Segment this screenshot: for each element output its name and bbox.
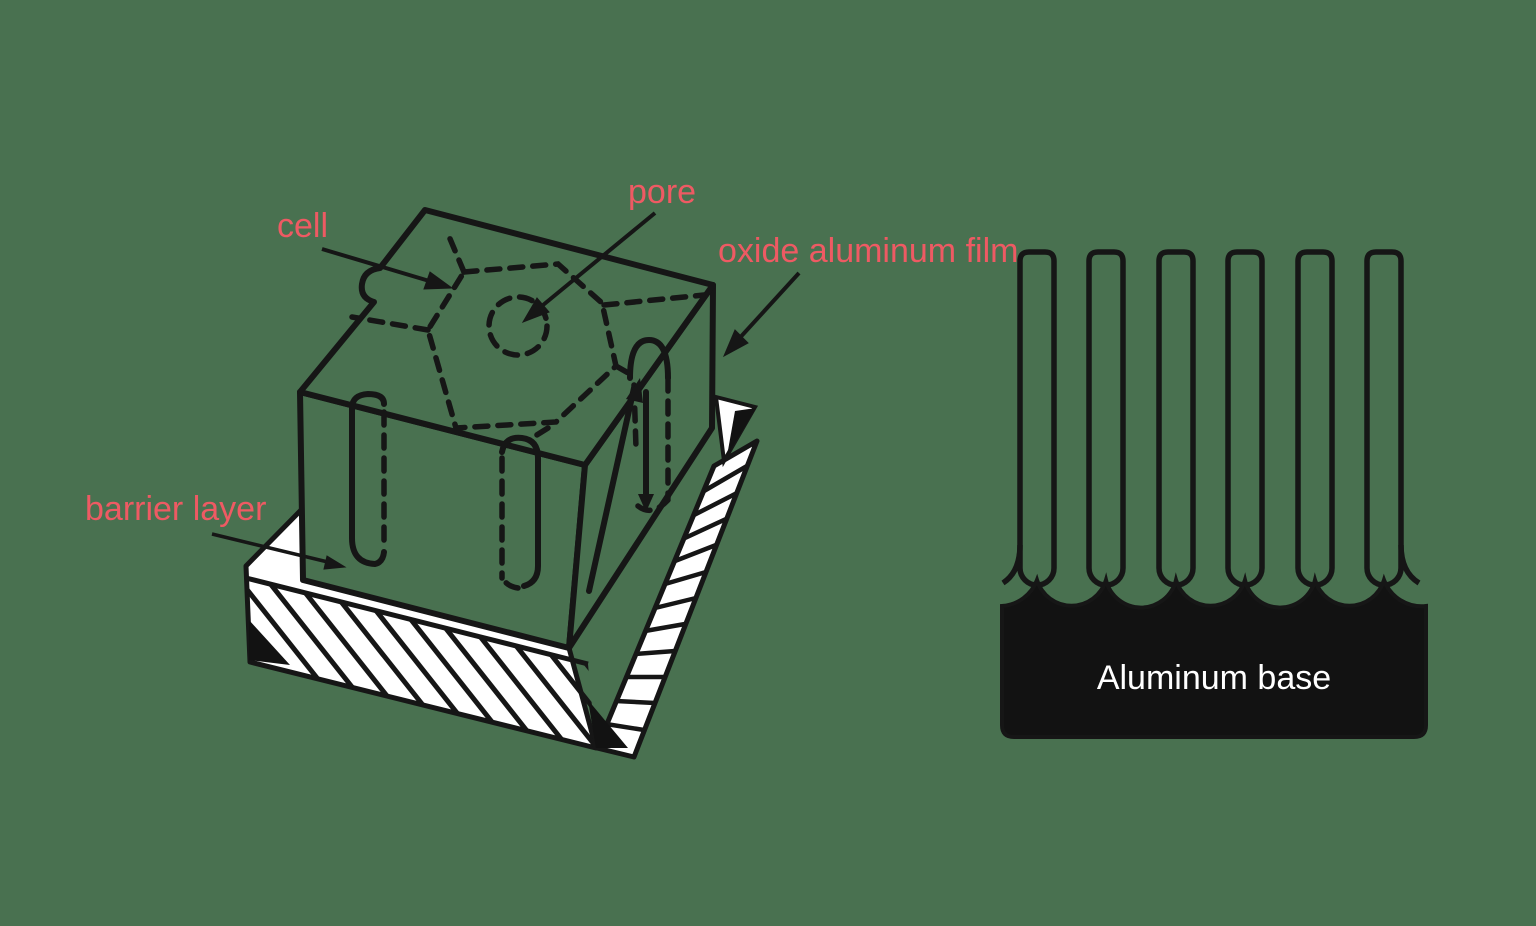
oxide-arrow-line	[734, 271, 801, 344]
cell-boundary-rays	[349, 231, 707, 441]
pore-finger	[1295, 249, 1335, 588]
pore-direction-arrowhead-up	[626, 378, 643, 403]
pore-channel-2-dashed	[499, 455, 521, 591]
cell-boundary-pentagon	[425, 261, 620, 431]
pore-finger	[1225, 249, 1265, 588]
label-oxide-film: oxide aluminum film	[718, 232, 1018, 270]
pore-arrow-line	[535, 211, 657, 312]
pore-channel-2-solid	[499, 434, 541, 589]
oxide-arrowhead	[722, 329, 749, 358]
label-barrier-layer: barrier layer	[85, 490, 266, 528]
pore-dashed-circle	[486, 294, 550, 358]
front-face-pores	[349, 390, 541, 591]
shadow-bottom-corner	[588, 700, 628, 748]
pore-finger	[1364, 249, 1404, 588]
label-cell: cell	[277, 207, 328, 245]
pore-direction-arrow-line	[586, 385, 649, 594]
ladder-rungs	[605, 464, 749, 733]
pore-channel-3-arch	[627, 336, 671, 381]
aluminum-base-slab	[1000, 572, 1428, 739]
cell-arrowhead	[423, 271, 454, 290]
barrier-arrow-line	[211, 532, 333, 565]
pore-finger	[1086, 249, 1126, 588]
cell-pattern-dashed	[349, 231, 707, 441]
left-wall-flare	[1001, 544, 1023, 586]
annotation-arrows	[211, 211, 801, 570]
pore-channel-1-solid	[349, 390, 387, 568]
shadow-left	[249, 620, 290, 665]
pore-arrowhead	[521, 297, 550, 323]
right-figure-cross-section: Aluminum base	[1000, 249, 1428, 739]
label-pore: pore	[628, 173, 696, 211]
left-figure-3d-block: cell pore oxide aluminum film barrier la…	[85, 173, 1018, 760]
right-wall-flare	[1398, 544, 1421, 586]
hatch-face-top-edge	[245, 575, 589, 667]
pore-fingers	[1017, 249, 1404, 588]
right-face-pore	[586, 336, 671, 594]
shadow-right-top	[727, 408, 756, 456]
cell-arrow-line	[321, 247, 437, 285]
pore-finger	[1017, 249, 1057, 588]
pore-direction-arrowhead-down	[638, 494, 654, 512]
pore-finger	[1156, 249, 1196, 588]
label-aluminum-base: Aluminum base	[1097, 659, 1331, 697]
barrier-arrowhead	[323, 555, 347, 570]
